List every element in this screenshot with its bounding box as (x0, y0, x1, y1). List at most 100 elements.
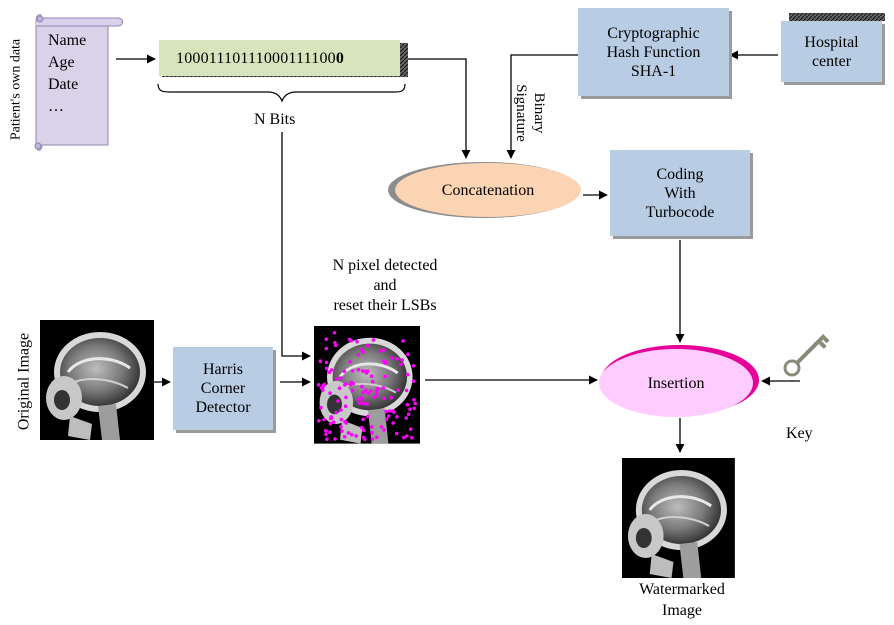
detected-pixel-marker (383, 374, 388, 379)
detected-pixel-marker (343, 404, 348, 409)
detected-pixel-markers (316, 331, 418, 442)
detected-pixel-marker (382, 428, 386, 432)
detected-pixel-marker (399, 362, 403, 367)
detected-pixel-marker (366, 414, 370, 419)
detected-pixel-marker (334, 377, 339, 381)
detected-pixel-marker (350, 432, 354, 437)
hospital-line-2: center (811, 52, 852, 70)
concatenation-label: Concatenation (441, 182, 535, 199)
detected-pixel-marker (322, 417, 326, 422)
detected-pixel-marker (401, 339, 405, 343)
detected-pixel-marker (358, 401, 362, 405)
harris-line-3: Detector (195, 399, 251, 416)
detected-pixel-marker (339, 425, 343, 429)
detected-pixel-marker (332, 331, 337, 335)
detected-pixel-marker (369, 425, 374, 429)
detected-pixel-marker (378, 349, 383, 354)
detected-pixel-marker (381, 386, 386, 390)
detected-pixel-marker (381, 348, 386, 352)
detected-pixels-image (312, 324, 422, 446)
detected-pixel-marker (412, 398, 416, 402)
binary-signature-label: Binary Signature (512, 68, 548, 158)
scroll-line-date: Date (48, 76, 79, 93)
detected-pixel-marker (404, 434, 409, 438)
detected-pixel-marker (364, 371, 369, 375)
detected-pixel-marker (405, 372, 410, 377)
detected-pixel-marker (324, 346, 329, 351)
detected-pixel-marker (410, 435, 414, 440)
detected-pixel-marker (328, 391, 332, 396)
detected-pixel-marker (365, 343, 370, 348)
detected-pixel-marker (369, 374, 374, 379)
detected-pixel-marker (366, 391, 371, 396)
patient-data-side-label: Patient's own data (8, 38, 24, 141)
detected-pixel-marker (404, 388, 409, 393)
detected-pixel-marker (334, 410, 339, 415)
detected-pixel-marker (411, 363, 416, 368)
detected-pixel-marker (413, 401, 418, 406)
detected-pixel-marker (387, 409, 392, 413)
detected-pixel-marker (374, 391, 379, 395)
coding-line-2: With (664, 184, 696, 202)
watermarked-line-1: Watermarked (639, 581, 725, 598)
bits-value: 100011101110001111000 (176, 49, 344, 68)
detected-pixel-marker (361, 417, 365, 422)
detected-pixel-marker (317, 419, 321, 423)
detected-pixel-marker (382, 396, 387, 401)
detected-pixel-marker (386, 414, 391, 418)
detected-line-1: N pixel detected (332, 257, 438, 274)
detected-pixel-marker (331, 420, 336, 425)
detected-line-2: and (373, 277, 397, 294)
detected-pixel-marker (339, 408, 343, 412)
detected-pixel-marker (343, 382, 348, 386)
detected-pixel-marker (340, 429, 344, 433)
detected-pixel-marker (395, 357, 399, 361)
detected-pixel-marker (328, 422, 333, 426)
watermarked-line-2: Image (662, 602, 702, 619)
detected-pixel-marker (364, 388, 368, 393)
detected-pixel-marker (356, 353, 361, 357)
detected-pixel-marker (350, 388, 355, 393)
detected-pixel-marker (389, 395, 394, 400)
detected-pixel-marker (404, 416, 409, 420)
signature-line-1: Binary (531, 92, 547, 134)
detected-pixel-marker (349, 338, 353, 343)
detected-pixel-marker (361, 401, 366, 406)
detected-pixel-marker (360, 347, 364, 352)
detected-pixel-marker (360, 384, 364, 389)
bits-box (159, 40, 408, 77)
harris-line-2: Corner (200, 380, 246, 397)
detected-pixel-marker (323, 429, 328, 433)
detected-pixel-marker (362, 437, 367, 442)
detected-pixel-marker (360, 425, 364, 430)
detected-pixel-marker (391, 421, 395, 425)
scroll-line-ellipsis: … (48, 98, 64, 115)
detected-pixel-marker (370, 379, 375, 384)
signature-line-2: Signature (513, 84, 529, 142)
detected-pixel-marker (384, 417, 389, 422)
detected-pixel-marker (406, 352, 410, 357)
detected-pixel-marker (400, 358, 405, 362)
detected-pixel-marker (360, 396, 364, 400)
detected-pixel-marker (408, 427, 413, 432)
detected-pixel-marker (402, 435, 406, 440)
detected-pixel-marker (372, 395, 376, 400)
hash-line-2: Hash Function (606, 43, 701, 61)
detected-pixel-marker (383, 361, 388, 365)
insertion-label: Insertion (647, 375, 705, 392)
coding-line-1: Coding (656, 165, 704, 183)
patient-data-scroll (34, 14, 123, 151)
arrow-bits-to-concat (408, 58, 471, 159)
detected-pixel-marker (390, 409, 395, 413)
bits-value-main: 10001110111000111100 (176, 50, 336, 67)
detected-pixel-marker (370, 437, 375, 442)
detected-pixel-marker (333, 341, 337, 345)
detected-pixel-marker (339, 417, 344, 422)
detected-pixel-marker (350, 369, 355, 373)
detected-pixel-marker (319, 386, 324, 390)
detected-pixel-marker (361, 390, 365, 395)
detected-pixel-marker (412, 406, 417, 411)
arrow-hash-to-concat (506, 54, 578, 159)
detected-pixel-marker (375, 435, 379, 440)
